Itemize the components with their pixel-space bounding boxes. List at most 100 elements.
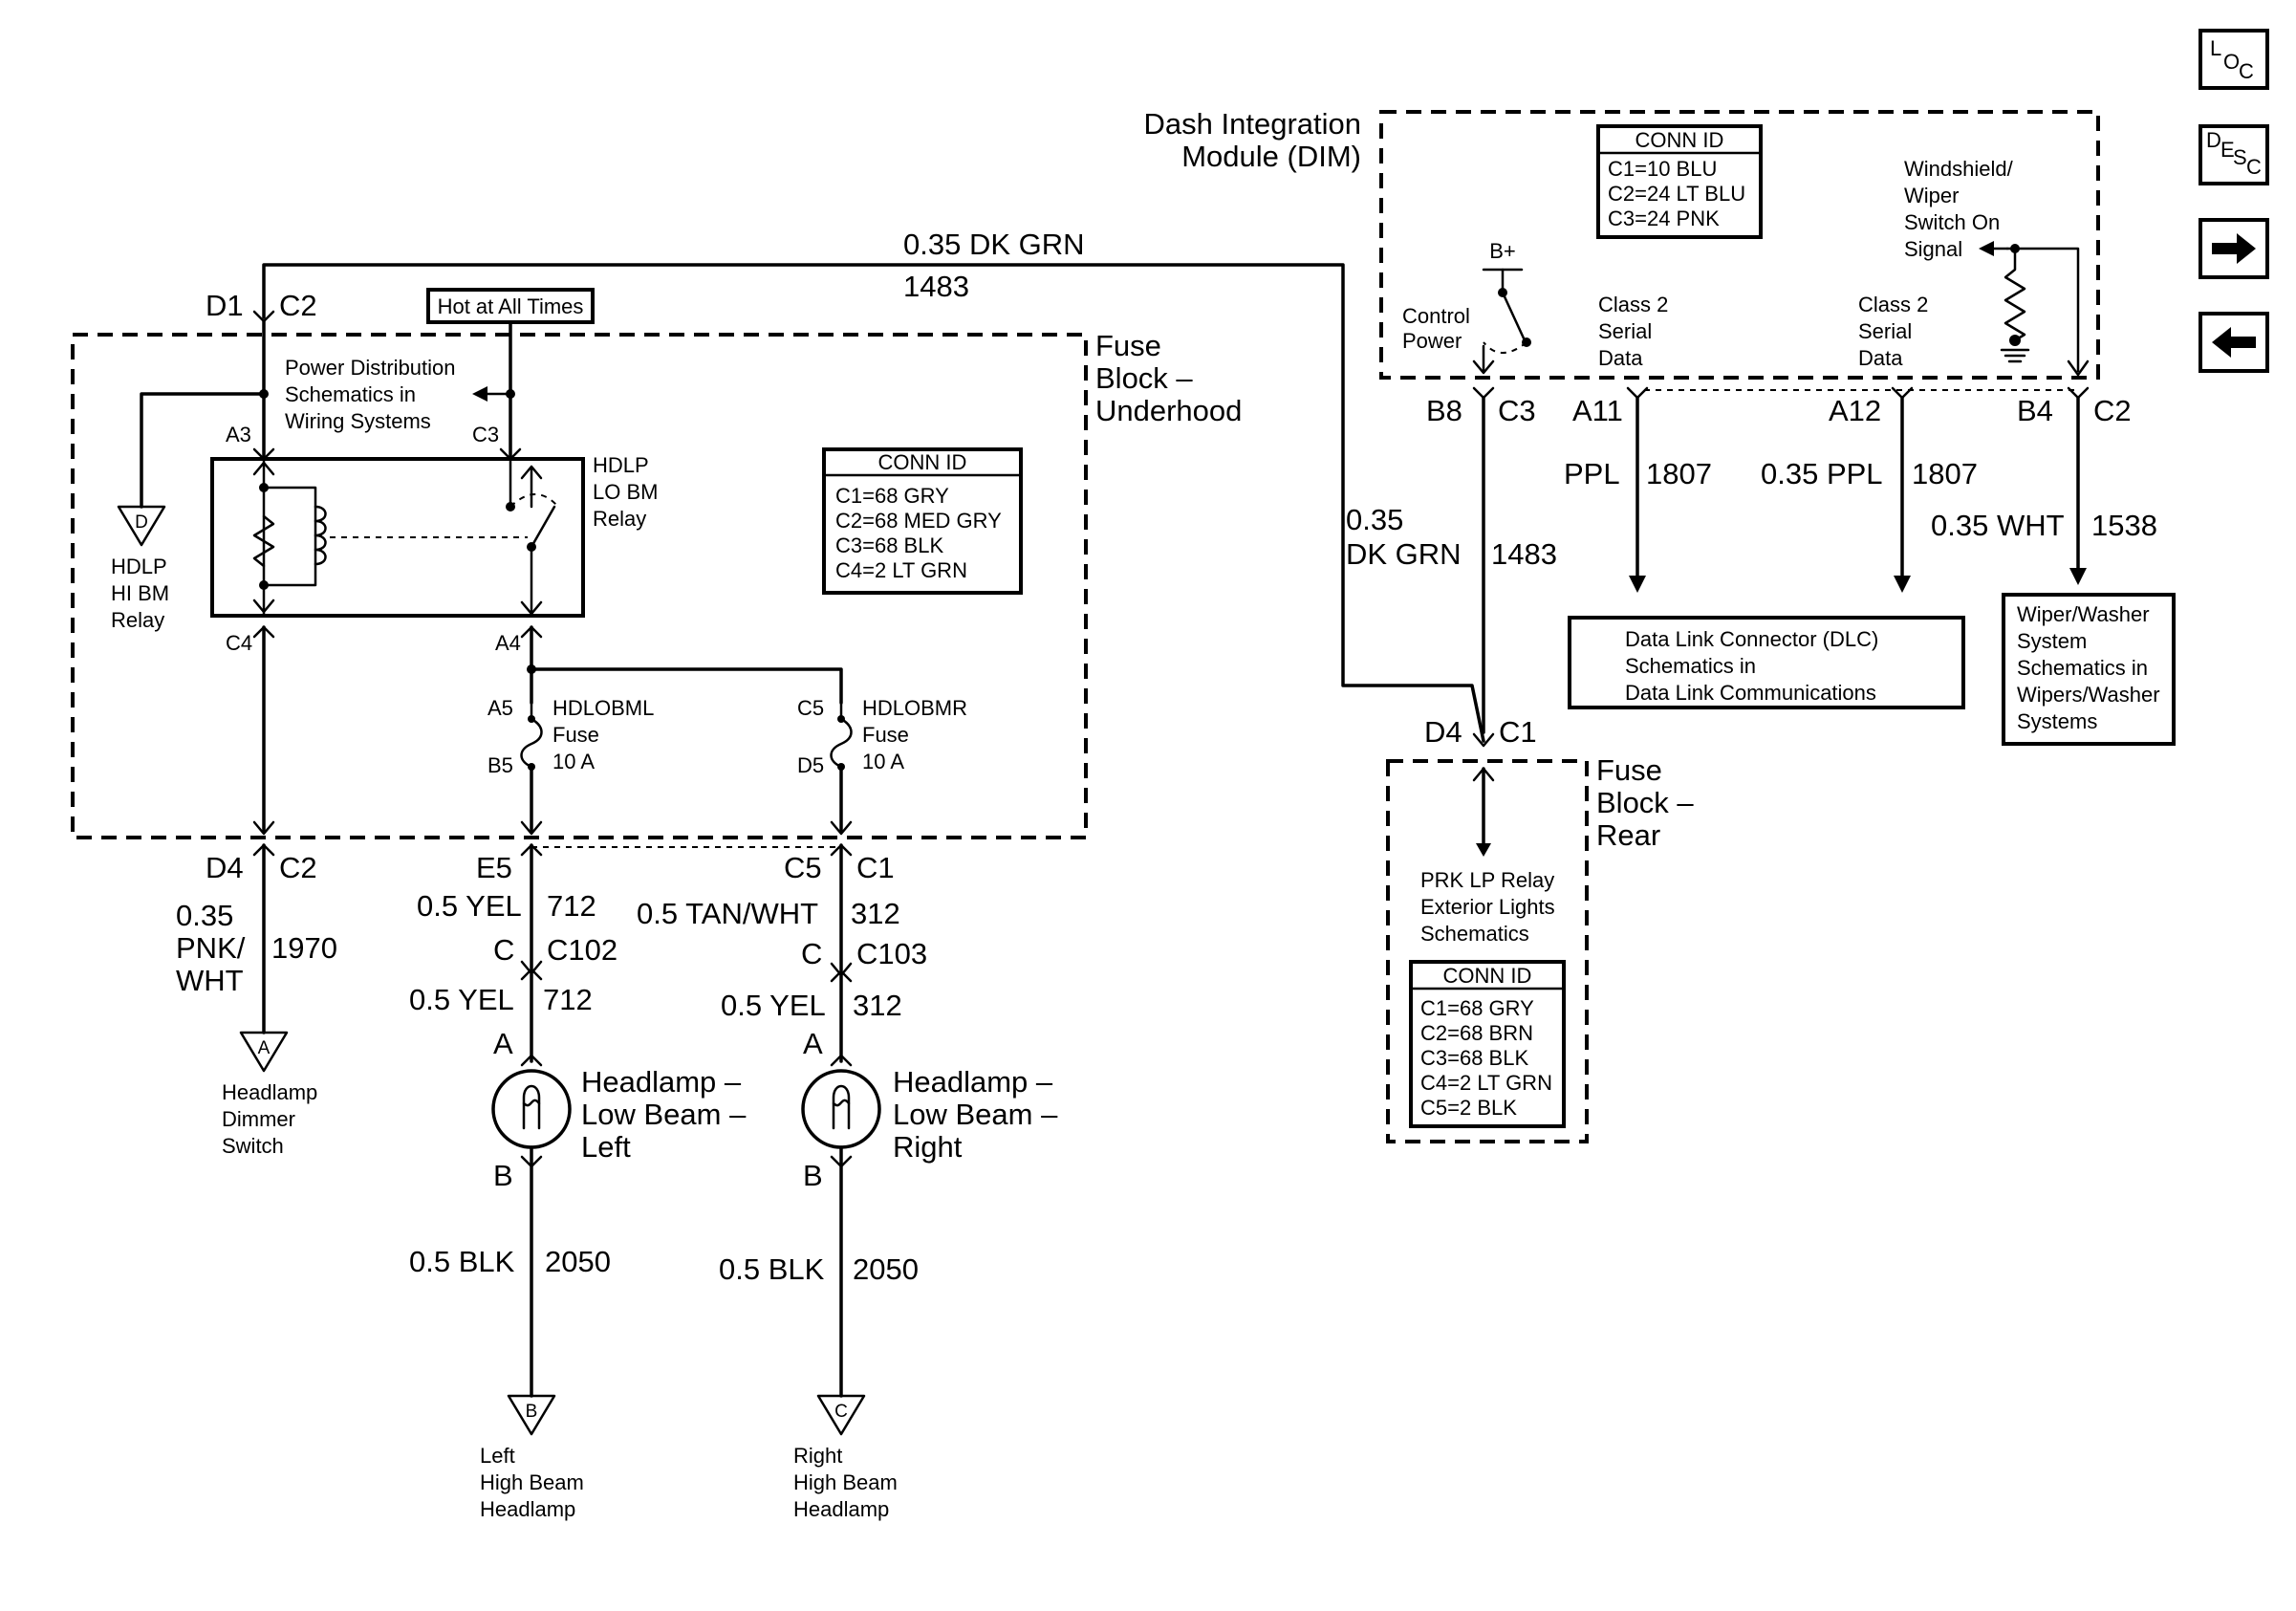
connector-label: C102 bbox=[547, 933, 617, 967]
wiper-signal-label: Wiper bbox=[1904, 184, 1959, 207]
svg-text:Systems: Systems bbox=[2017, 709, 2097, 733]
rear-conn-row: C5=2 BLK bbox=[1420, 1096, 1517, 1120]
location-button[interactable]: L O C bbox=[2199, 29, 2269, 90]
pin-label: C3 bbox=[1498, 394, 1536, 427]
hi-relay-label: HDLP bbox=[111, 555, 167, 578]
wire-circuit-label: 2050 bbox=[545, 1245, 611, 1278]
fuse-hdlobmr bbox=[830, 701, 853, 836]
next-page-button[interactable] bbox=[2199, 218, 2269, 279]
wire-gauge-label: 0.35 DK GRN bbox=[903, 228, 1085, 261]
svg-text:D: D bbox=[135, 512, 148, 533]
pin-label: C2 bbox=[279, 289, 317, 322]
previous-page-button[interactable] bbox=[2199, 312, 2269, 373]
wire-circuit-label: 1970 bbox=[271, 931, 337, 965]
battery-positive-label: B+ bbox=[1489, 239, 1516, 263]
wiper-washer-box: Wiper/Washer System Schematics in Wipers… bbox=[2002, 593, 2176, 746]
wire-circuit-label: 712 bbox=[543, 983, 593, 1016]
wire-gauge-label: 0.35 bbox=[1346, 503, 1403, 536]
desc-letter: S bbox=[2233, 145, 2247, 169]
ground-icon bbox=[2000, 348, 2030, 363]
pin-label: A bbox=[493, 1027, 513, 1060]
pin-label: D4 bbox=[206, 851, 244, 884]
wire-gauge-label: DK GRN bbox=[1346, 537, 1462, 571]
pin-label: B bbox=[493, 1159, 513, 1192]
wire-gauge-label: 0.5 BLK bbox=[719, 1252, 825, 1286]
pin-label: A3 bbox=[226, 423, 251, 446]
lamp-left-label: Left bbox=[581, 1130, 631, 1164]
control-power-label: Control bbox=[1402, 304, 1470, 328]
pin-label: C2 bbox=[279, 851, 317, 884]
wire-gauge-label: 0.35 WHT bbox=[1931, 509, 2065, 542]
dim-module: Dash Integration Module (DIM) CONN ID C1… bbox=[1144, 107, 2132, 427]
lamp-left-label: Low Beam – bbox=[581, 1098, 747, 1131]
pin-label: A bbox=[803, 1027, 823, 1060]
class2-serial-data-label: Serial bbox=[1598, 319, 1652, 343]
desc-letter: D bbox=[2206, 128, 2221, 152]
left-high-beam-label: Left bbox=[480, 1444, 515, 1468]
prk-relay-label: Exterior Lights bbox=[1420, 895, 1555, 919]
wire-gauge-label: 0.35 PPL bbox=[1761, 457, 1883, 490]
class2-serial-data-label: Class 2 bbox=[1858, 293, 1928, 316]
arrow-right-icon bbox=[2212, 233, 2256, 264]
underhood-title: Underhood bbox=[1095, 394, 1242, 427]
power-distribution-label: Wiring Systems bbox=[285, 409, 431, 433]
hot-at-all-times-box: Hot at All Times bbox=[426, 288, 595, 324]
class2-serial-data-label: Class 2 bbox=[1598, 293, 1668, 316]
wiper-signal-label: Windshield/ bbox=[1904, 157, 2014, 181]
pin-label: C bbox=[801, 937, 822, 970]
rear-conn-row: C4=2 LT GRN bbox=[1420, 1071, 1552, 1095]
offpage-connector-d: D bbox=[117, 505, 166, 547]
svg-text:C: C bbox=[834, 1402, 848, 1422]
pin-label: A5 bbox=[487, 696, 513, 720]
dimmer-switch-label: Dimmer bbox=[222, 1107, 295, 1131]
dim-title-line1: Dash Integration bbox=[1144, 107, 1361, 141]
rear-conn-row: C3=68 BLK bbox=[1420, 1046, 1528, 1070]
rear-outline bbox=[1386, 759, 1589, 1143]
pin-label: D5 bbox=[797, 753, 824, 777]
relay-coil bbox=[314, 505, 327, 566]
headlamp-low-beam-left-icon bbox=[491, 1069, 572, 1149]
pin-label: A12 bbox=[1829, 394, 1881, 427]
svg-text:System: System bbox=[2017, 629, 2087, 653]
fuse-hdlobml bbox=[520, 701, 543, 836]
description-button[interactable]: D E S C bbox=[2199, 124, 2269, 185]
dlc-schematic-box: Data Link Connector (DLC) Schematics in … bbox=[1568, 616, 1965, 709]
lamp-right-label: Low Beam – bbox=[893, 1098, 1058, 1131]
svg-text:Schematics in: Schematics in bbox=[1625, 654, 1756, 678]
dim-conn-row: C2=24 LT BLU bbox=[1608, 182, 1745, 206]
pin-label: E5 bbox=[476, 851, 512, 884]
wiper-signal-label: Switch On bbox=[1904, 210, 2000, 234]
dimmer-switch-label: Headlamp bbox=[222, 1080, 317, 1104]
class2-serial-data-label: Data bbox=[1858, 346, 1903, 370]
wire-circuit-label: 312 bbox=[851, 897, 900, 930]
lo-relay-label: HDLP bbox=[593, 453, 649, 477]
pin-label: C1 bbox=[856, 851, 895, 884]
wire-1483-middle: 0.35 DK GRN 1483 D4 C1 bbox=[1346, 386, 1557, 749]
wire-gauge-label: 0.5 YEL bbox=[417, 889, 522, 923]
wiper-signal-label: Signal bbox=[1904, 237, 1962, 261]
left-high-beam-label: Headlamp bbox=[480, 1497, 575, 1521]
control-power-label: Power bbox=[1402, 329, 1462, 353]
offpage-connector-a: A bbox=[239, 1031, 289, 1073]
hdlp-lo-bm-relay bbox=[210, 457, 585, 618]
underhood-title: Block – bbox=[1095, 361, 1193, 395]
dim-title-line2: Module (DIM) bbox=[1181, 140, 1361, 173]
underhood-conn-row: C2=68 MED GRY bbox=[835, 509, 1002, 533]
offpage-connector-c: C bbox=[816, 1394, 866, 1436]
hi-relay-label: Relay bbox=[111, 608, 164, 632]
rear-title: Fuse bbox=[1596, 753, 1662, 787]
lo-relay-label: LO BM bbox=[593, 480, 658, 504]
wire-circuit-label: 1483 bbox=[1491, 537, 1557, 571]
dimmer-switch-label: Switch bbox=[222, 1134, 284, 1158]
right-high-beam-label: Headlamp bbox=[793, 1497, 889, 1521]
headlamp-low-beam-right-icon bbox=[801, 1069, 881, 1149]
underhood-conn-row: C4=2 LT GRN bbox=[835, 558, 967, 582]
rear-conn-id-title: CONN ID bbox=[1443, 964, 1532, 988]
loc-letter: O bbox=[2223, 50, 2241, 74]
prk-relay-label: PRK LP Relay bbox=[1420, 868, 1554, 892]
wire-1483-top: 0.35 DK GRN 1483 bbox=[262, 228, 1485, 743]
pin-label: B8 bbox=[1426, 394, 1462, 427]
pin-label: B bbox=[803, 1159, 823, 1192]
wire-gauge-label: 0.5 YEL bbox=[409, 983, 514, 1016]
wire-circuit-label: 1807 bbox=[1912, 457, 1978, 490]
